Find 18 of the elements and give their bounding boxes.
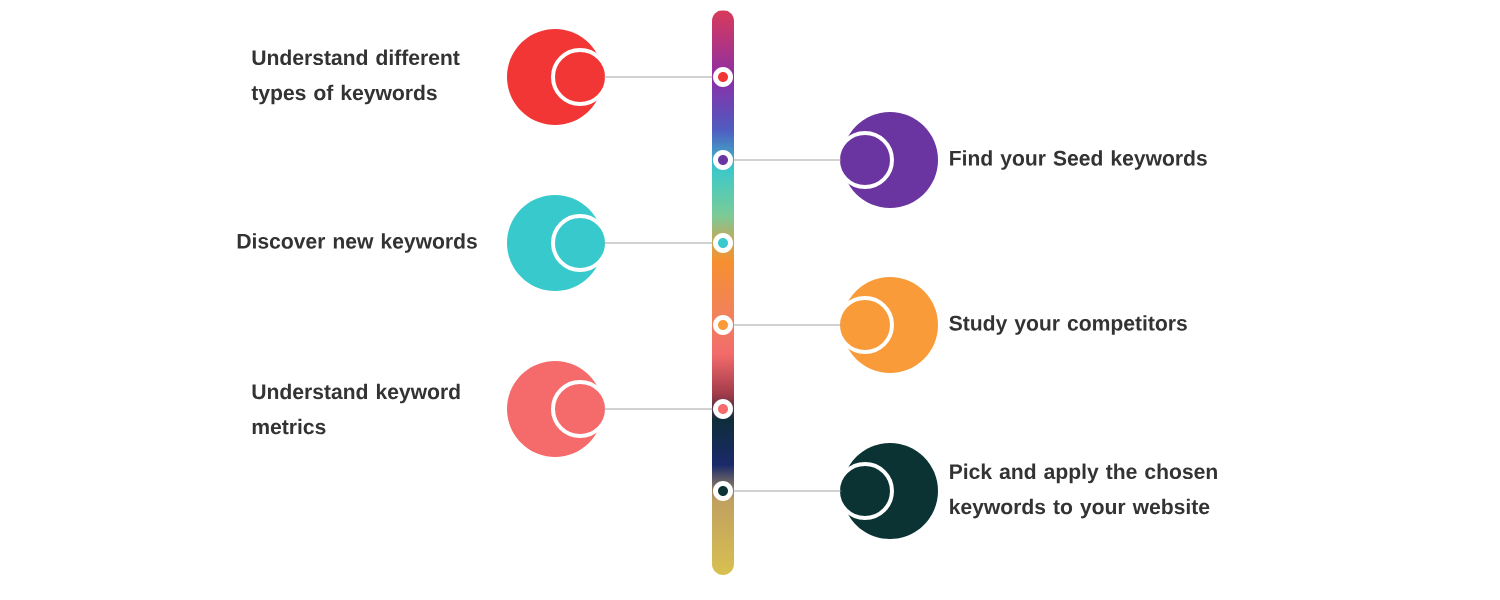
timeline-dot	[713, 67, 733, 87]
step-label: Discover new keywords	[237, 233, 477, 253]
timeline-dot	[713, 481, 733, 501]
connector-line	[733, 324, 842, 326]
step-label: Study your competitors	[949, 315, 1187, 335]
step-label: Pick and apply the chosen keywords to your website	[950, 463, 1217, 519]
timeline-dot	[713, 233, 733, 253]
connector-line	[733, 490, 842, 492]
step-label: Find your Seed keywords	[950, 150, 1207, 170]
connector-line	[603, 408, 713, 410]
timeline-dot	[713, 315, 733, 335]
timeline-dot	[713, 399, 733, 419]
step-label: Understand different types of keywords	[251, 49, 460, 105]
connector-line	[603, 242, 713, 244]
step-label: Understand keyword metrics	[252, 383, 460, 435]
connector-line	[603, 76, 713, 78]
timeline-dot	[713, 150, 733, 170]
connector-line	[733, 159, 842, 161]
